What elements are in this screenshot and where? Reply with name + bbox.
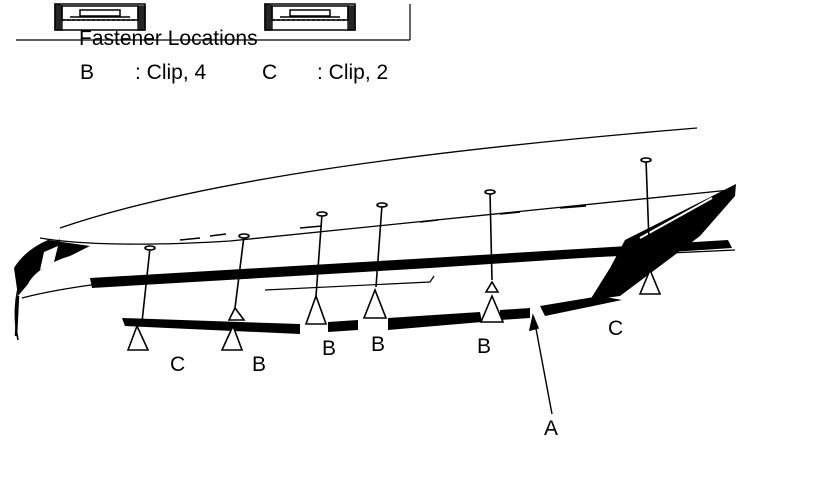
front-bumper-shading — [14, 240, 90, 296]
callout-b-3: B — [371, 333, 386, 356]
callout-c-front: C — [170, 353, 186, 376]
callout-c-rear: C — [608, 317, 624, 340]
clip-detail-inset-left — [16, 3, 411, 41]
legend-value-b: : Clip, 4 — [135, 61, 207, 84]
clip-detail-inset-right — [264, 3, 356, 31]
diagram-title: Fastener Locations — [79, 27, 258, 50]
callout-a: A — [544, 417, 559, 440]
garnish-part-a — [122, 296, 622, 334]
callout-b-2: B — [322, 337, 337, 360]
callout-b-1: B — [252, 353, 267, 376]
clip-markers — [126, 157, 662, 415]
legend-key-c: C — [262, 61, 278, 84]
legend-value-c: : Clip, 2 — [317, 61, 389, 84]
callout-b-4: B — [477, 335, 492, 358]
legend-key-b: B — [80, 61, 95, 84]
side-sill-garnish — [90, 184, 736, 300]
